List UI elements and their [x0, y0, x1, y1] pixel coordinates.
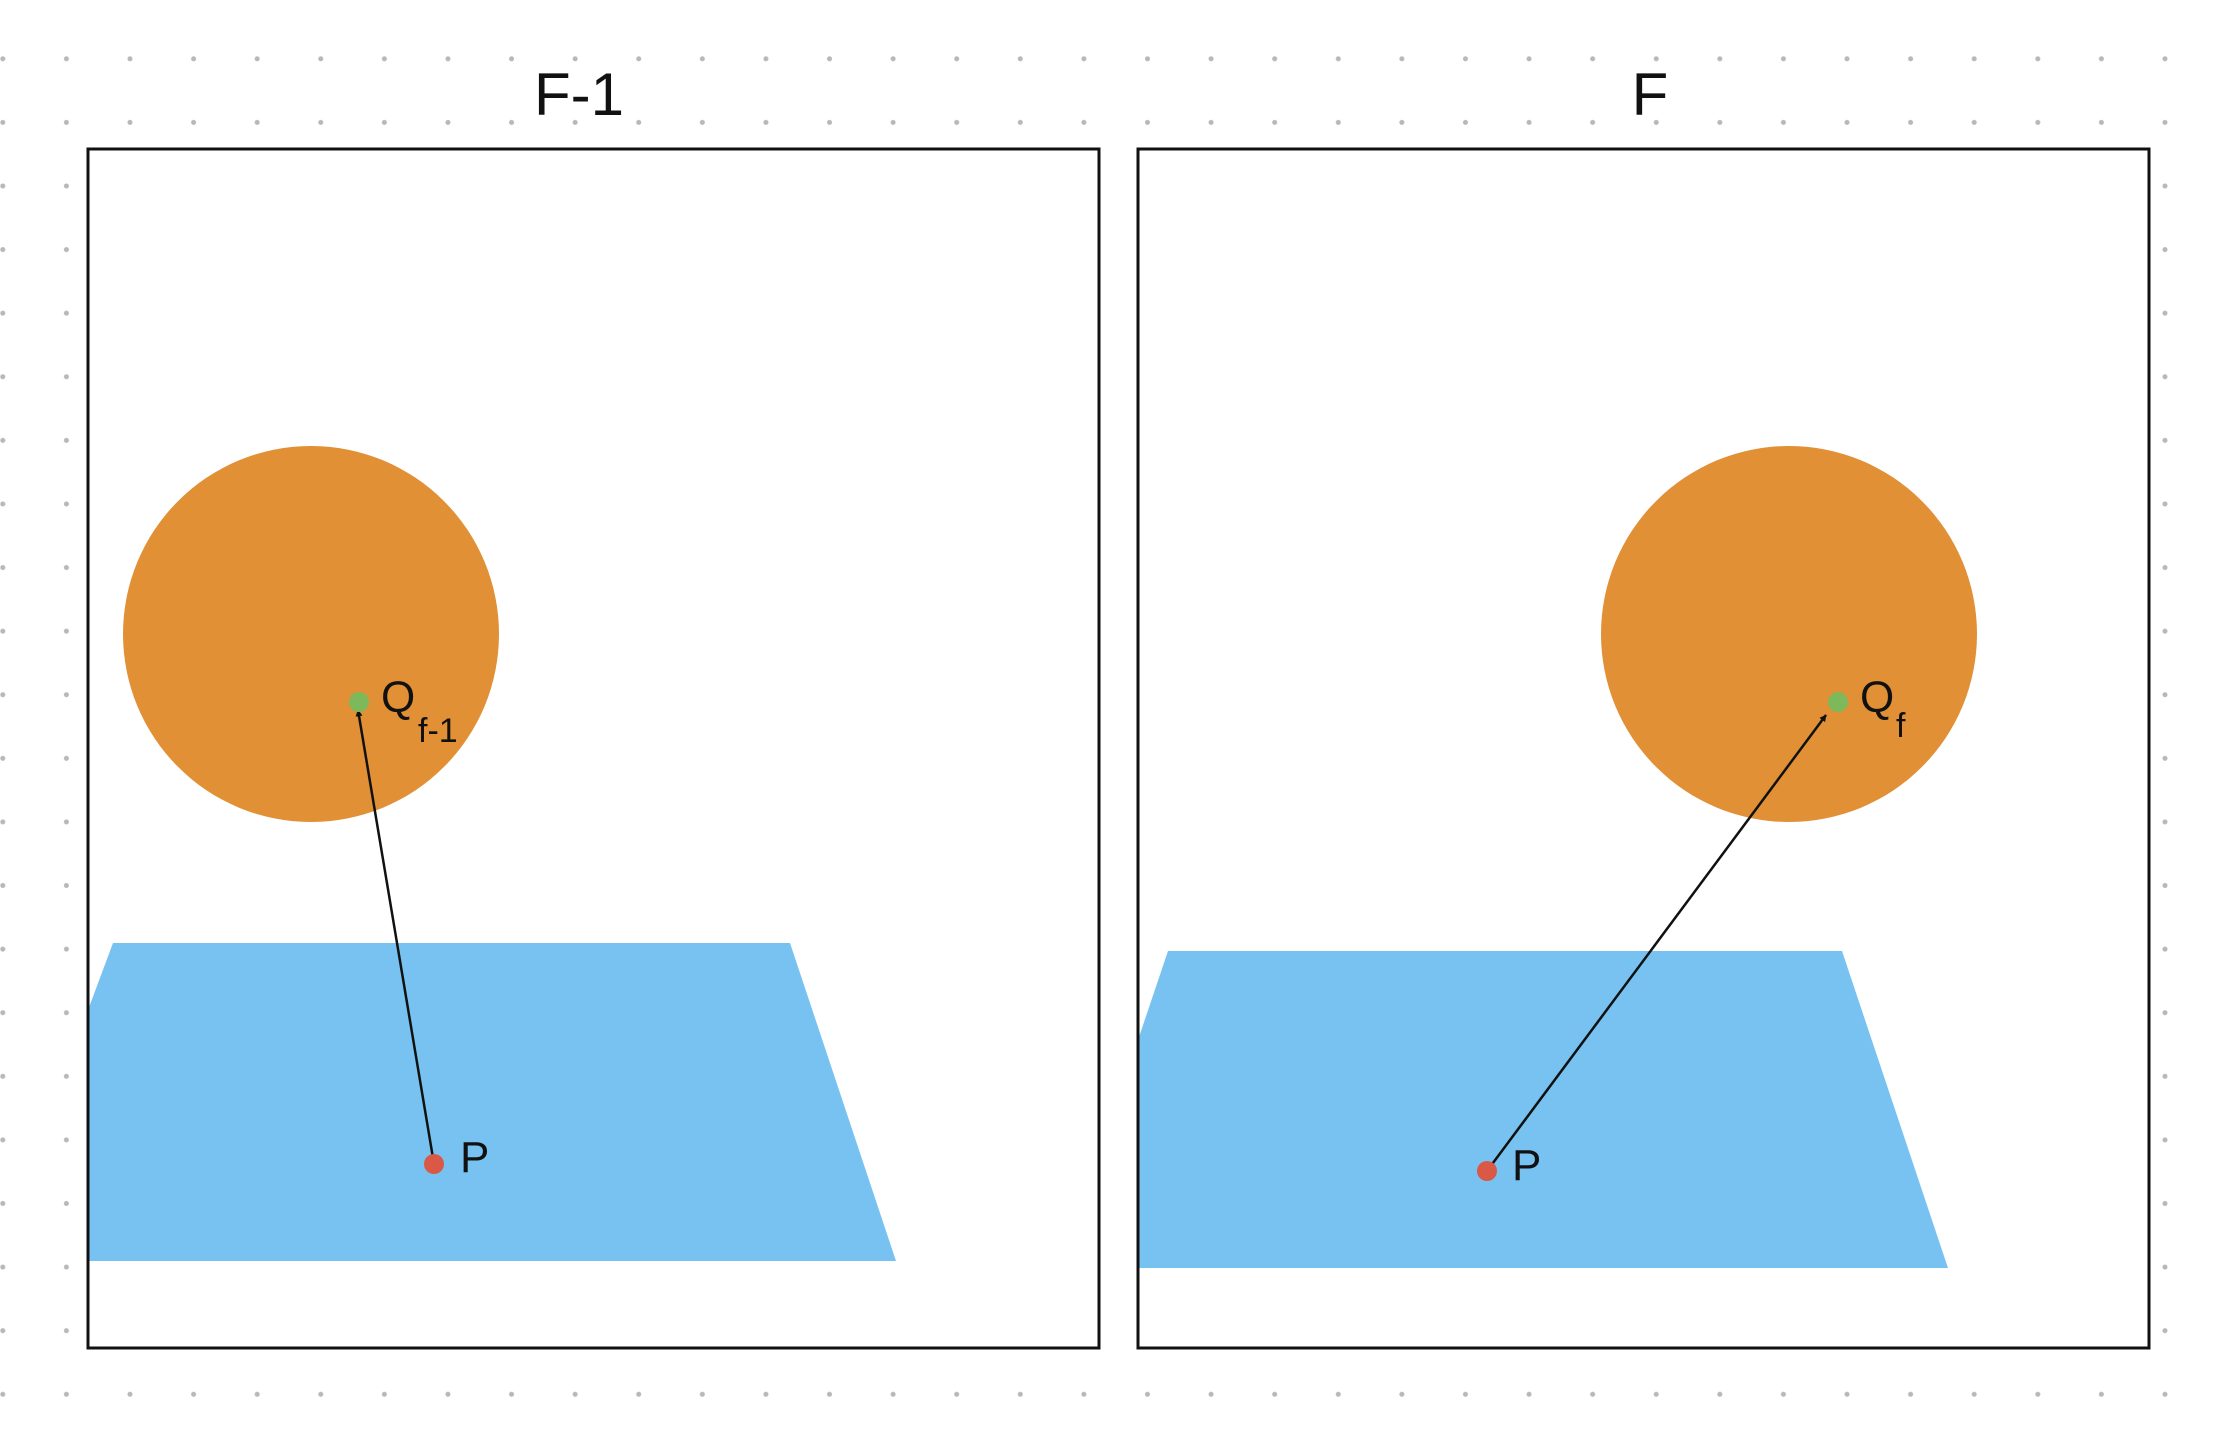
frame-title-f: F	[1631, 61, 1669, 128]
point-q-subscript: f	[1896, 707, 1906, 745]
point-p-marker	[424, 1154, 444, 1174]
point-q-marker	[1828, 692, 1848, 712]
point-q-subscript: f-1	[418, 712, 458, 750]
frame-f-border	[1136, 147, 2151, 1350]
sphere-shape	[1601, 446, 1977, 822]
frame-f-1: Q f-1 P	[86, 147, 1101, 1350]
point-p-marker	[1477, 1161, 1497, 1181]
sphere-shape	[123, 446, 499, 822]
frame-f-1-border	[86, 147, 1101, 1350]
motion-arrow	[355, 709, 436, 1165]
point-p-label: P	[1512, 1141, 1541, 1190]
point-q-label: Q	[1860, 673, 1894, 722]
plane-shape	[88, 943, 896, 1261]
frame-title-f-1: F-1	[534, 61, 624, 128]
plane-shape	[1138, 951, 1948, 1268]
point-q-marker	[349, 692, 369, 712]
frame-f: Q f P	[1136, 147, 2151, 1350]
point-p-label: P	[460, 1133, 489, 1182]
motion-arrow	[1485, 714, 1828, 1172]
point-q-label: Q	[381, 673, 415, 722]
